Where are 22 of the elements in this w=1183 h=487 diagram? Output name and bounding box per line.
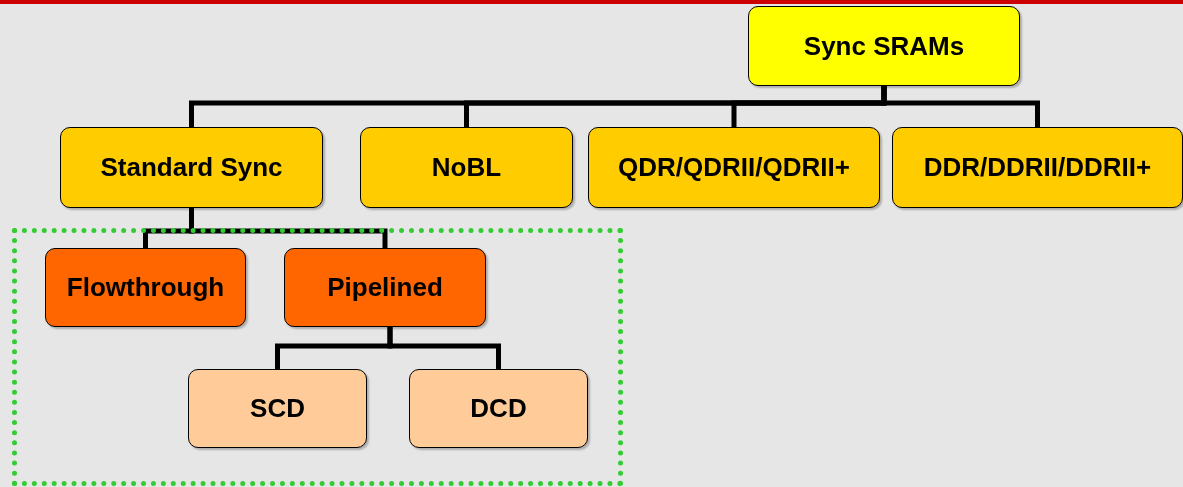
category-label: QDR/QDRII/QDRII+ [618, 152, 850, 183]
connector-line [189, 208, 388, 248]
category-label: Pipelined [327, 272, 443, 303]
category-label: DDR/DDRII/DDRII+ [923, 152, 1152, 183]
category-label: SCD [250, 393, 305, 424]
category-box [45, 248, 246, 327]
category-label: Standard Sync [100, 152, 283, 183]
connector-line [881, 86, 1040, 127]
category-box [588, 127, 880, 208]
dotted-group-frame [12, 228, 623, 486]
category-box [360, 127, 573, 208]
category-label: Sync SRAMs [803, 30, 965, 62]
category-box [60, 127, 323, 208]
category-label: DCD [470, 393, 527, 424]
category-box [409, 369, 588, 448]
category-box [748, 6, 1020, 86]
connector-line [387, 327, 501, 369]
category-label: NoBL [431, 152, 502, 183]
category-box [188, 369, 367, 448]
category-label: Flowthrough [66, 272, 225, 303]
category-box [892, 127, 1183, 208]
category-box [284, 248, 486, 327]
